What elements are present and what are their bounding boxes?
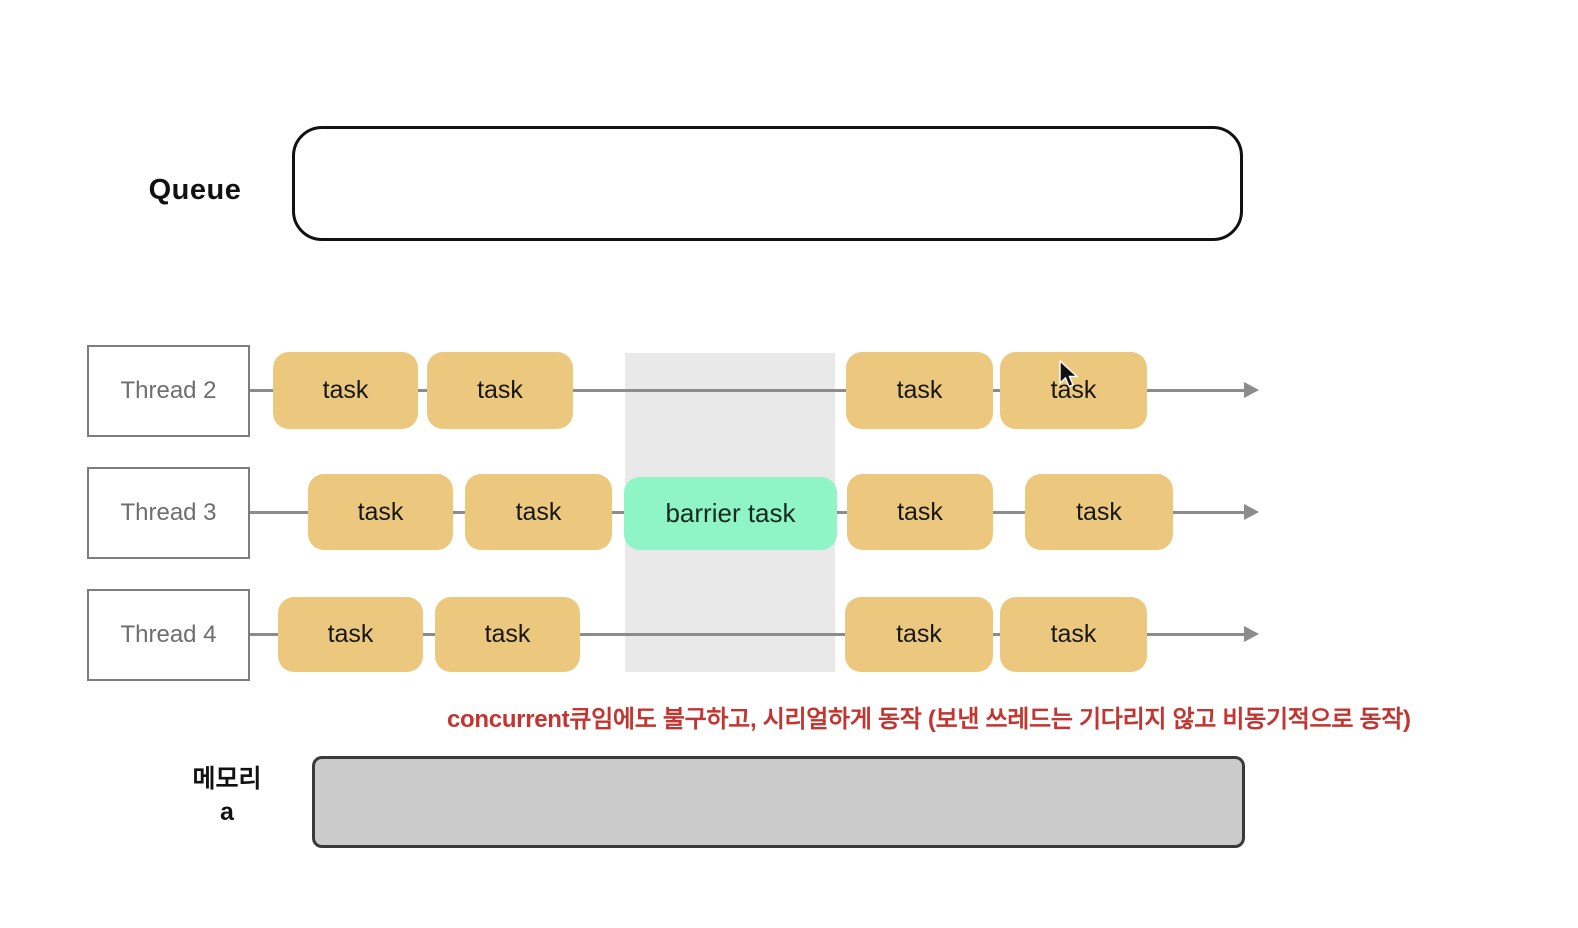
thread-label: Thread 3 xyxy=(120,499,217,526)
memory-label-line1: 메모리 xyxy=(192,765,262,793)
queue-box xyxy=(292,126,1243,241)
arrow-right-icon xyxy=(1244,626,1259,642)
task-box: task xyxy=(1025,474,1173,550)
task-box: task xyxy=(847,474,993,550)
task-box: task xyxy=(465,474,612,550)
thread2-timeline xyxy=(250,389,1245,392)
thread4-timeline xyxy=(250,633,1245,636)
task-box: task xyxy=(308,474,453,550)
task-box: task xyxy=(1000,597,1147,672)
task-box: task xyxy=(846,352,993,429)
task-box: task xyxy=(427,352,573,429)
task-box: task xyxy=(435,597,580,672)
thread4-label-box: Thread 4 xyxy=(87,589,250,681)
thread2-label-box: Thread 2 xyxy=(87,345,250,437)
task-box: task xyxy=(278,597,423,672)
memory-label-line2: a xyxy=(220,798,234,826)
mouse-cursor-icon xyxy=(1059,360,1079,388)
annotation-text: concurrent큐임에도 불구하고, 시리얼하게 동작 (보낸 쓰레드는 기… xyxy=(447,706,1411,733)
task-box: task xyxy=(273,352,418,429)
thread3-label-box: Thread 3 xyxy=(87,467,250,559)
arrow-right-icon xyxy=(1244,382,1259,398)
barrier-task-box: barrier task xyxy=(624,477,837,550)
queue-label: Queue xyxy=(148,174,242,206)
thread-label: Thread 2 xyxy=(120,377,217,404)
memory-label: 메모리 a xyxy=(177,763,277,829)
task-box: task xyxy=(1000,352,1147,429)
arrow-right-icon xyxy=(1244,504,1259,520)
memory-box xyxy=(312,756,1245,848)
thread-label: Thread 4 xyxy=(120,621,217,648)
task-box: task xyxy=(845,597,993,672)
